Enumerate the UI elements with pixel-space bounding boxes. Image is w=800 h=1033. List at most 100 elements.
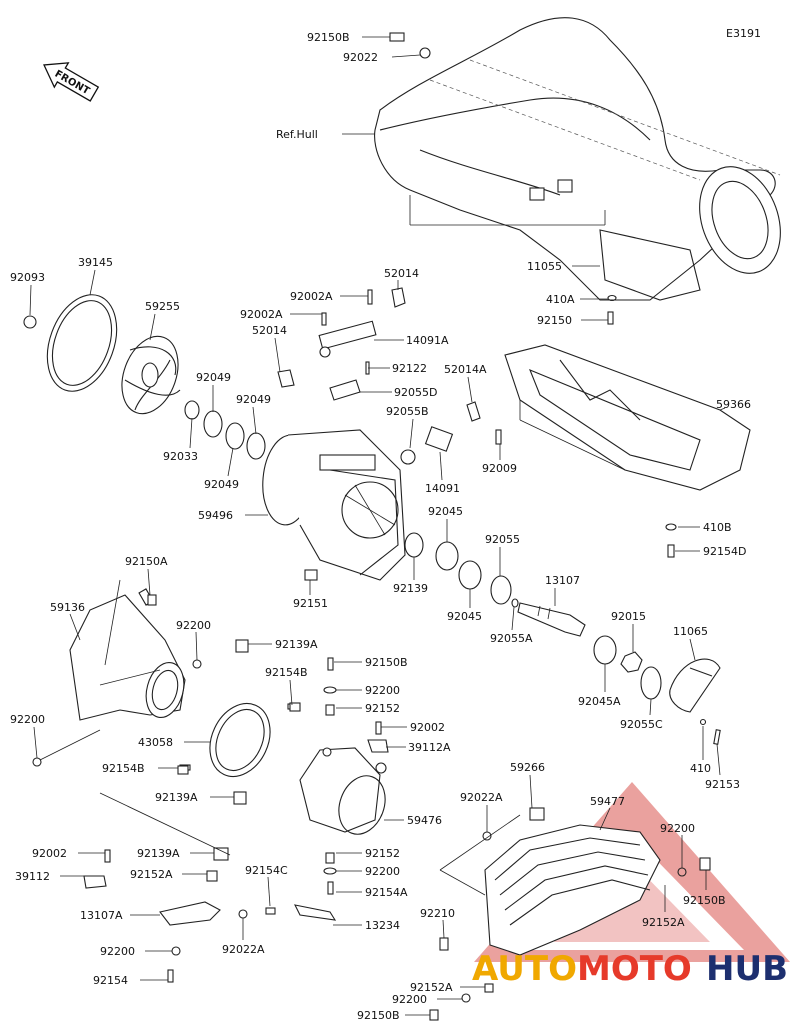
seal-92049-c (246, 432, 266, 460)
seal-92049-a (203, 410, 223, 438)
watermark-text: AUTO MOTO HUB (472, 949, 788, 989)
part-labels: 92150B 92022 Ref.Hull 92093 39145 59255 … (10, 31, 751, 1022)
label-92150B-mid: 92150B (365, 656, 408, 669)
label-92055B: 92055B (386, 405, 429, 418)
label-92055C: 92055C (620, 718, 663, 731)
watermark-part-auto: AUTO (472, 949, 577, 989)
label-52014-b: 52014 (252, 324, 287, 337)
label-52014-a: 52014 (384, 267, 419, 280)
label-92045A: 92045A (578, 695, 621, 708)
label-92122: 92122 (392, 362, 427, 375)
label-92152-b: 92152 (365, 847, 400, 860)
label-ref-hull: Ref.Hull (276, 128, 318, 141)
label-14091A: 14091A (406, 334, 449, 347)
label-92049-b: 92049 (236, 393, 271, 406)
label-92055D: 92055D (394, 386, 437, 399)
label-92154D: 92154D (703, 545, 746, 558)
label-92139: 92139 (393, 582, 428, 595)
label-410B: 410B (703, 521, 732, 534)
label-14091: 14091 (425, 482, 460, 495)
hull-bolts (147, 32, 677, 775)
label-59477: 59477 (590, 795, 625, 808)
label-92033: 92033 (163, 450, 198, 463)
nozzle-ring-43058 (179, 639, 299, 805)
label-92200-e: 92200 (365, 865, 400, 878)
leader-lines (29, 36, 726, 1016)
label-13107A: 13107A (80, 909, 123, 922)
label-92200-g: 92200 (392, 993, 427, 1006)
label-92200-d: 92200 (660, 822, 695, 835)
front-arrow-icon: FRONT (43, 62, 100, 102)
label-92154B-b: 92154B (102, 762, 145, 775)
label-59266: 59266 (510, 761, 545, 774)
label-92200-f: 92200 (100, 945, 135, 958)
ride-plate (504, 344, 751, 491)
label-11055: 11055 (527, 260, 562, 273)
label-59366: 59366 (716, 398, 751, 411)
label-13234: 13234 (365, 919, 400, 932)
pump-case (262, 429, 406, 581)
label-92045-bottom: 92045 (447, 610, 482, 623)
label-92093: 92093 (10, 271, 45, 284)
label-92049-a: 92049 (196, 371, 231, 384)
cap-92093 (23, 315, 37, 329)
oring-92055a (511, 598, 519, 608)
label-92153: 92153 (705, 778, 740, 791)
label-92055: 92055 (485, 533, 520, 546)
cap-11065 (669, 658, 721, 745)
label-39112A: 39112A (408, 741, 451, 754)
oring-92055 (490, 575, 512, 605)
label-92055A: 92055A (490, 632, 533, 645)
bearing-92045-a (435, 541, 459, 571)
label-11065: 11065 (673, 625, 708, 638)
linkage-parts (83, 847, 337, 983)
label-92152A-c: 92152A (410, 981, 453, 994)
label-92139A-a: 92139A (275, 638, 318, 651)
label-92151: 92151 (293, 597, 328, 610)
label-92022A-b: 92022A (222, 943, 265, 956)
label-92200-c: 92200 (10, 713, 45, 726)
wear-ring (46, 294, 118, 392)
label-39112: 39112 (15, 870, 50, 883)
label-59255: 59255 (145, 300, 180, 313)
pump-cover (69, 588, 186, 721)
label-52014A: 52014A (444, 363, 487, 376)
impeller (121, 335, 181, 415)
label-92200-a: 92200 (176, 619, 211, 632)
label-92154C: 92154C (245, 864, 288, 877)
label-92150B-bottom: 92150B (357, 1009, 400, 1022)
label-39145: 39145 (78, 256, 113, 269)
label-92015: 92015 (611, 610, 646, 623)
label-92002-a: 92002 (410, 721, 445, 734)
label-92154A: 92154A (365, 886, 408, 899)
bearing-92045-b (458, 560, 482, 590)
label-92139A-c: 92139A (137, 847, 180, 860)
label-92150: 92150 (537, 314, 572, 327)
label-92154B-a: 92154B (265, 666, 308, 679)
label-92150B-top: 92150B (307, 31, 350, 44)
label-92022-top: 92022 (343, 51, 378, 64)
nut-92015 (620, 651, 643, 673)
label-92049-c: 92049 (204, 478, 239, 491)
bilge-fitting (400, 401, 502, 465)
label-59476: 59476 (407, 814, 442, 827)
seal-92049-b (225, 422, 245, 450)
label-92139A-b: 92139A (155, 791, 198, 804)
label-92022A-a: 92022A (460, 791, 503, 804)
label-13107: 13107 (545, 574, 580, 587)
label-59496: 59496 (198, 509, 233, 522)
oring-92055c (640, 666, 662, 700)
label-59136: 59136 (50, 601, 85, 614)
label-92009: 92009 (482, 462, 517, 475)
bleed-fitting (277, 287, 406, 401)
label-92002-b: 92002 (32, 847, 67, 860)
label-92154: 92154 (93, 974, 128, 987)
label-92150A: 92150A (125, 555, 168, 568)
collar-92139 (404, 532, 424, 558)
washer-92200-left (32, 757, 42, 767)
watermark-part-moto: MOTO (577, 949, 692, 989)
label-43058: 43058 (138, 736, 173, 749)
label-92152A-b: 92152A (642, 916, 685, 929)
